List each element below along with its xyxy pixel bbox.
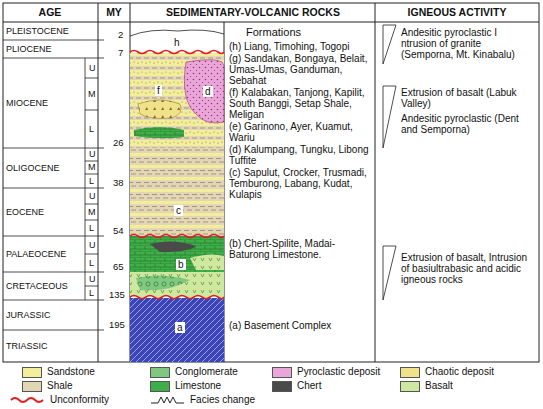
legend-text: Facies change: [190, 394, 255, 406]
unit-letter: h: [172, 37, 182, 48]
legend-swatch: [400, 367, 420, 378]
age-number: 135: [109, 289, 125, 300]
legend-text: Sandstone: [47, 366, 95, 378]
column-header: IGNEOUS ACTIVITY: [408, 7, 507, 18]
formation-list: (b) Chert-Spilite, Madai-Baturong Limest…: [229, 238, 373, 260]
unit-letter: d: [203, 86, 213, 97]
age-number: 26: [113, 137, 124, 148]
sub-epoch: U: [89, 149, 96, 160]
legend-text: Limestone: [175, 380, 221, 392]
sub-epoch: U: [89, 274, 96, 285]
age-number: 7: [118, 47, 123, 58]
igneous-note: Andesitic pyroclastic (Dent and Semporna…: [401, 113, 535, 135]
sub-epoch: L: [89, 223, 94, 234]
legend-swatch: [400, 381, 420, 392]
column-header: MY: [106, 7, 122, 18]
formation-list: (a) Basement Complex: [229, 320, 373, 331]
sub-epoch: M: [88, 207, 96, 218]
formations-heading: Formations: [246, 27, 301, 38]
age-number: 38: [113, 177, 124, 188]
facies-change-symbol: [150, 394, 186, 406]
formation-list: (c) Sapulut, Crocker, Trusmadi, Temburon…: [229, 167, 373, 200]
epoch-name: CRETACEOUS: [6, 281, 68, 292]
formation-list: (h) Liang, Timohing, Togopi: [229, 41, 373, 52]
column-header: AGE: [39, 7, 62, 18]
epoch-name: TRIASSIC: [6, 341, 48, 352]
epoch-name: PALAEOCENE: [6, 249, 66, 260]
age-number: 2: [118, 29, 123, 40]
sub-epoch: M: [88, 89, 96, 100]
age-number: 65: [113, 261, 124, 272]
age-number: 54: [113, 225, 124, 236]
sub-epoch: U: [89, 191, 96, 202]
sub-epoch: L: [89, 124, 94, 135]
igneous-note: Andesitic pyroclastic I ntrusion of gran…: [401, 27, 535, 60]
formation-list: (e) Garinono, Ayer, Kuamut, Wariu: [229, 121, 373, 143]
legend-swatch: [150, 367, 170, 378]
formation-list: (f) Kalabakan, Tanjong, Kapilit, South B…: [229, 87, 373, 120]
legend-text: Basalt: [425, 380, 453, 392]
epoch-name: OLIGOCENE: [6, 163, 60, 174]
legend-swatch: [272, 367, 292, 378]
sub-epoch: U: [89, 240, 96, 251]
age-number: 195: [109, 319, 125, 330]
legend-swatch: [22, 367, 42, 378]
sub-epoch: U: [89, 63, 96, 74]
sub-epoch: L: [89, 258, 94, 269]
sub-epoch: L: [89, 176, 94, 187]
sub-epoch: M: [88, 162, 96, 173]
epoch-name: PLIOCENE: [6, 44, 52, 55]
unit-letter: f: [155, 85, 162, 96]
unit-letter: b: [176, 259, 186, 270]
legend-text: Pyroclastic deposit: [297, 366, 380, 378]
unit-letter: c: [174, 205, 183, 216]
formation-list: (g) Sandakan, Bongaya, Belait, Umas-Umas…: [229, 53, 373, 86]
legend-swatch: [272, 381, 292, 392]
legend-swatch: [22, 381, 42, 392]
legend-swatch: [150, 381, 170, 392]
epoch-name: EOCENE: [6, 207, 44, 218]
epoch-name: JURASSIC: [6, 310, 51, 321]
epoch-name: MIOCENE: [6, 98, 48, 109]
legend-text: Conglomerate: [175, 366, 238, 378]
formation-list: (d) Kalumpang, Tungku, Libong Tuffite: [229, 144, 373, 166]
legend-text: Shale: [47, 380, 73, 392]
unit-letter: a: [175, 322, 185, 333]
column-header: SEDIMENTARY-VOLCANIC ROCKS: [166, 7, 340, 18]
legend-text: Chert: [297, 380, 321, 392]
legend-text: Unconformity: [50, 394, 109, 406]
unconformity-symbol: [10, 394, 46, 406]
igneous-note: Extrusion of basalt (Labuk Valley): [401, 87, 535, 109]
legend-text: Chaotic deposit: [425, 366, 494, 378]
igneous-note: Extrusion of basalt, Intrusion of basiul…: [401, 252, 535, 285]
epoch-name: PLEISTOCENE: [6, 26, 69, 37]
sub-epoch: L: [89, 288, 94, 299]
